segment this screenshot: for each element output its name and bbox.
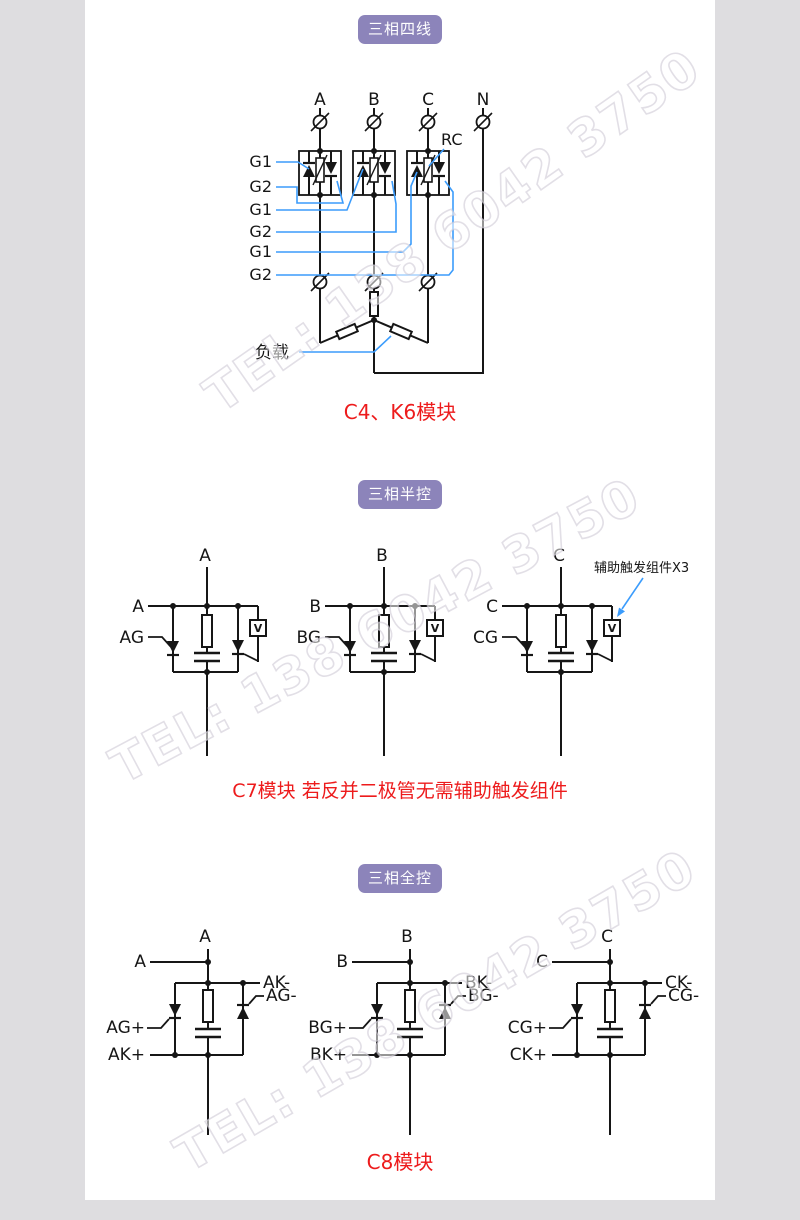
gate-label-g2c: G2 bbox=[249, 265, 272, 284]
gate-label-g1c: G1 bbox=[249, 242, 272, 261]
g-plus-label: BG+ bbox=[308, 1018, 347, 1038]
g-plus-label: AG+ bbox=[106, 1018, 145, 1038]
snubber-capacitor bbox=[597, 1027, 623, 1039]
g-minus-label: BG- bbox=[468, 986, 499, 1006]
annotation-arrowhead bbox=[617, 607, 625, 617]
snubber-capacitor bbox=[371, 651, 397, 663]
section2-diagram: V A A AG V B B bbox=[119, 546, 689, 756]
snubber-capacitor bbox=[397, 1027, 423, 1039]
snubber-capacitor bbox=[195, 1027, 221, 1039]
section3-caption: C8模块 bbox=[366, 1150, 434, 1174]
snubber-resistor bbox=[201, 614, 213, 648]
aux-trigger-box bbox=[426, 619, 444, 637]
k-plus-label: BK+ bbox=[310, 1045, 347, 1065]
g-plus-label: CG+ bbox=[508, 1018, 547, 1038]
thyristor-module-a bbox=[298, 148, 342, 198]
snubber-resistor bbox=[555, 614, 567, 648]
gate-label: AG bbox=[119, 628, 144, 648]
snubber-resistor bbox=[404, 989, 416, 1023]
section2-badge: 三相半控 bbox=[358, 480, 442, 509]
load-resistor-c bbox=[388, 322, 414, 341]
k-minus-label: CK- bbox=[665, 973, 692, 993]
phase-top-label: A bbox=[199, 546, 211, 566]
aux-trigger-letter: V bbox=[608, 622, 617, 635]
k-plus-label: AK+ bbox=[108, 1045, 145, 1065]
gate-wiring-blue bbox=[276, 161, 454, 276]
load-resistor-a bbox=[334, 322, 360, 341]
full-control-circuit-c: C C CK- CG- CG+ CK+ bbox=[508, 927, 699, 1135]
full-control-circuit-b: B B BK- BG- BG+ BK+ bbox=[308, 927, 499, 1135]
phase-label-b: B bbox=[368, 90, 380, 110]
gate-label-g2a: G2 bbox=[249, 177, 272, 196]
load-resistor-b bbox=[369, 291, 379, 317]
load-leader-line bbox=[299, 335, 392, 353]
phase-label-c: C bbox=[422, 90, 434, 110]
gate-label: CG bbox=[473, 628, 498, 648]
g-minus-label: AG- bbox=[266, 986, 297, 1006]
thyristor-module-c bbox=[406, 148, 450, 198]
aux-trigger-box bbox=[249, 619, 267, 637]
k-minus-label: BK- bbox=[465, 973, 492, 993]
phase-top-label: B bbox=[376, 546, 388, 566]
phase-in-label: A bbox=[132, 597, 144, 617]
gate-label-g2b: G2 bbox=[249, 222, 272, 241]
section1-badge: 三相四线 bbox=[358, 15, 442, 44]
half-control-circuit-a: V A A AG bbox=[119, 546, 267, 756]
phase-top-label: B bbox=[401, 927, 413, 947]
thyristor-module-b bbox=[352, 148, 396, 198]
phase-top-label: A bbox=[199, 927, 211, 947]
load-label: 负载 bbox=[255, 343, 289, 363]
phase-label-n: N bbox=[477, 90, 490, 110]
snubber-resistor bbox=[378, 614, 390, 648]
aux-trigger-letter: V bbox=[254, 622, 263, 635]
gate-label-g1a: G1 bbox=[249, 152, 272, 171]
aux-trigger-letter: V bbox=[431, 622, 440, 635]
k-plus-label: CK+ bbox=[510, 1045, 547, 1065]
aux-trigger-annotation: 辅助触发组件X3 bbox=[594, 560, 689, 576]
section1-caption: C4、K6模块 bbox=[343, 400, 457, 424]
section3-badge: 三相全控 bbox=[358, 864, 442, 893]
phase-in-label: B bbox=[336, 952, 348, 972]
snubber-capacitor bbox=[194, 651, 220, 663]
section2-caption: C7模块 若反并二极管无需辅助触发组件 bbox=[232, 780, 568, 802]
half-control-circuit-b: V B B BG bbox=[296, 546, 444, 756]
half-control-circuit-c: V C C CG bbox=[473, 546, 621, 756]
rc-label: RC bbox=[441, 130, 463, 149]
aux-trigger-box bbox=[603, 619, 621, 637]
phase-in-label: C bbox=[536, 952, 548, 972]
full-control-circuit-a: A A AK- AG- AG+ AK+ bbox=[106, 927, 297, 1135]
gate-label: BG bbox=[296, 628, 321, 648]
neutral-return-line bbox=[374, 129, 484, 374]
g-minus-label: CG- bbox=[668, 986, 699, 1006]
phase-in-label: A bbox=[134, 952, 146, 972]
gate-label-g1b: G1 bbox=[249, 200, 272, 219]
annotation-arrow-line bbox=[621, 577, 644, 610]
section3-diagram: A A AK- AG- AG+ AK+ B B B bbox=[106, 927, 699, 1135]
phase-top-label: C bbox=[553, 546, 565, 566]
snubber-resistor bbox=[202, 989, 214, 1023]
rc-leader-line bbox=[428, 148, 445, 167]
phase-label-a: A bbox=[314, 90, 326, 110]
k-minus-label: AK- bbox=[263, 973, 290, 993]
phase-in-label: C bbox=[486, 597, 498, 617]
load-star-network bbox=[319, 129, 484, 374]
phase-top-label: C bbox=[601, 927, 613, 947]
snubber-resistor bbox=[604, 989, 616, 1023]
snubber-capacitor bbox=[548, 651, 574, 663]
section1-diagram: A B C N bbox=[249, 90, 493, 374]
phase-in-label: B bbox=[309, 597, 321, 617]
